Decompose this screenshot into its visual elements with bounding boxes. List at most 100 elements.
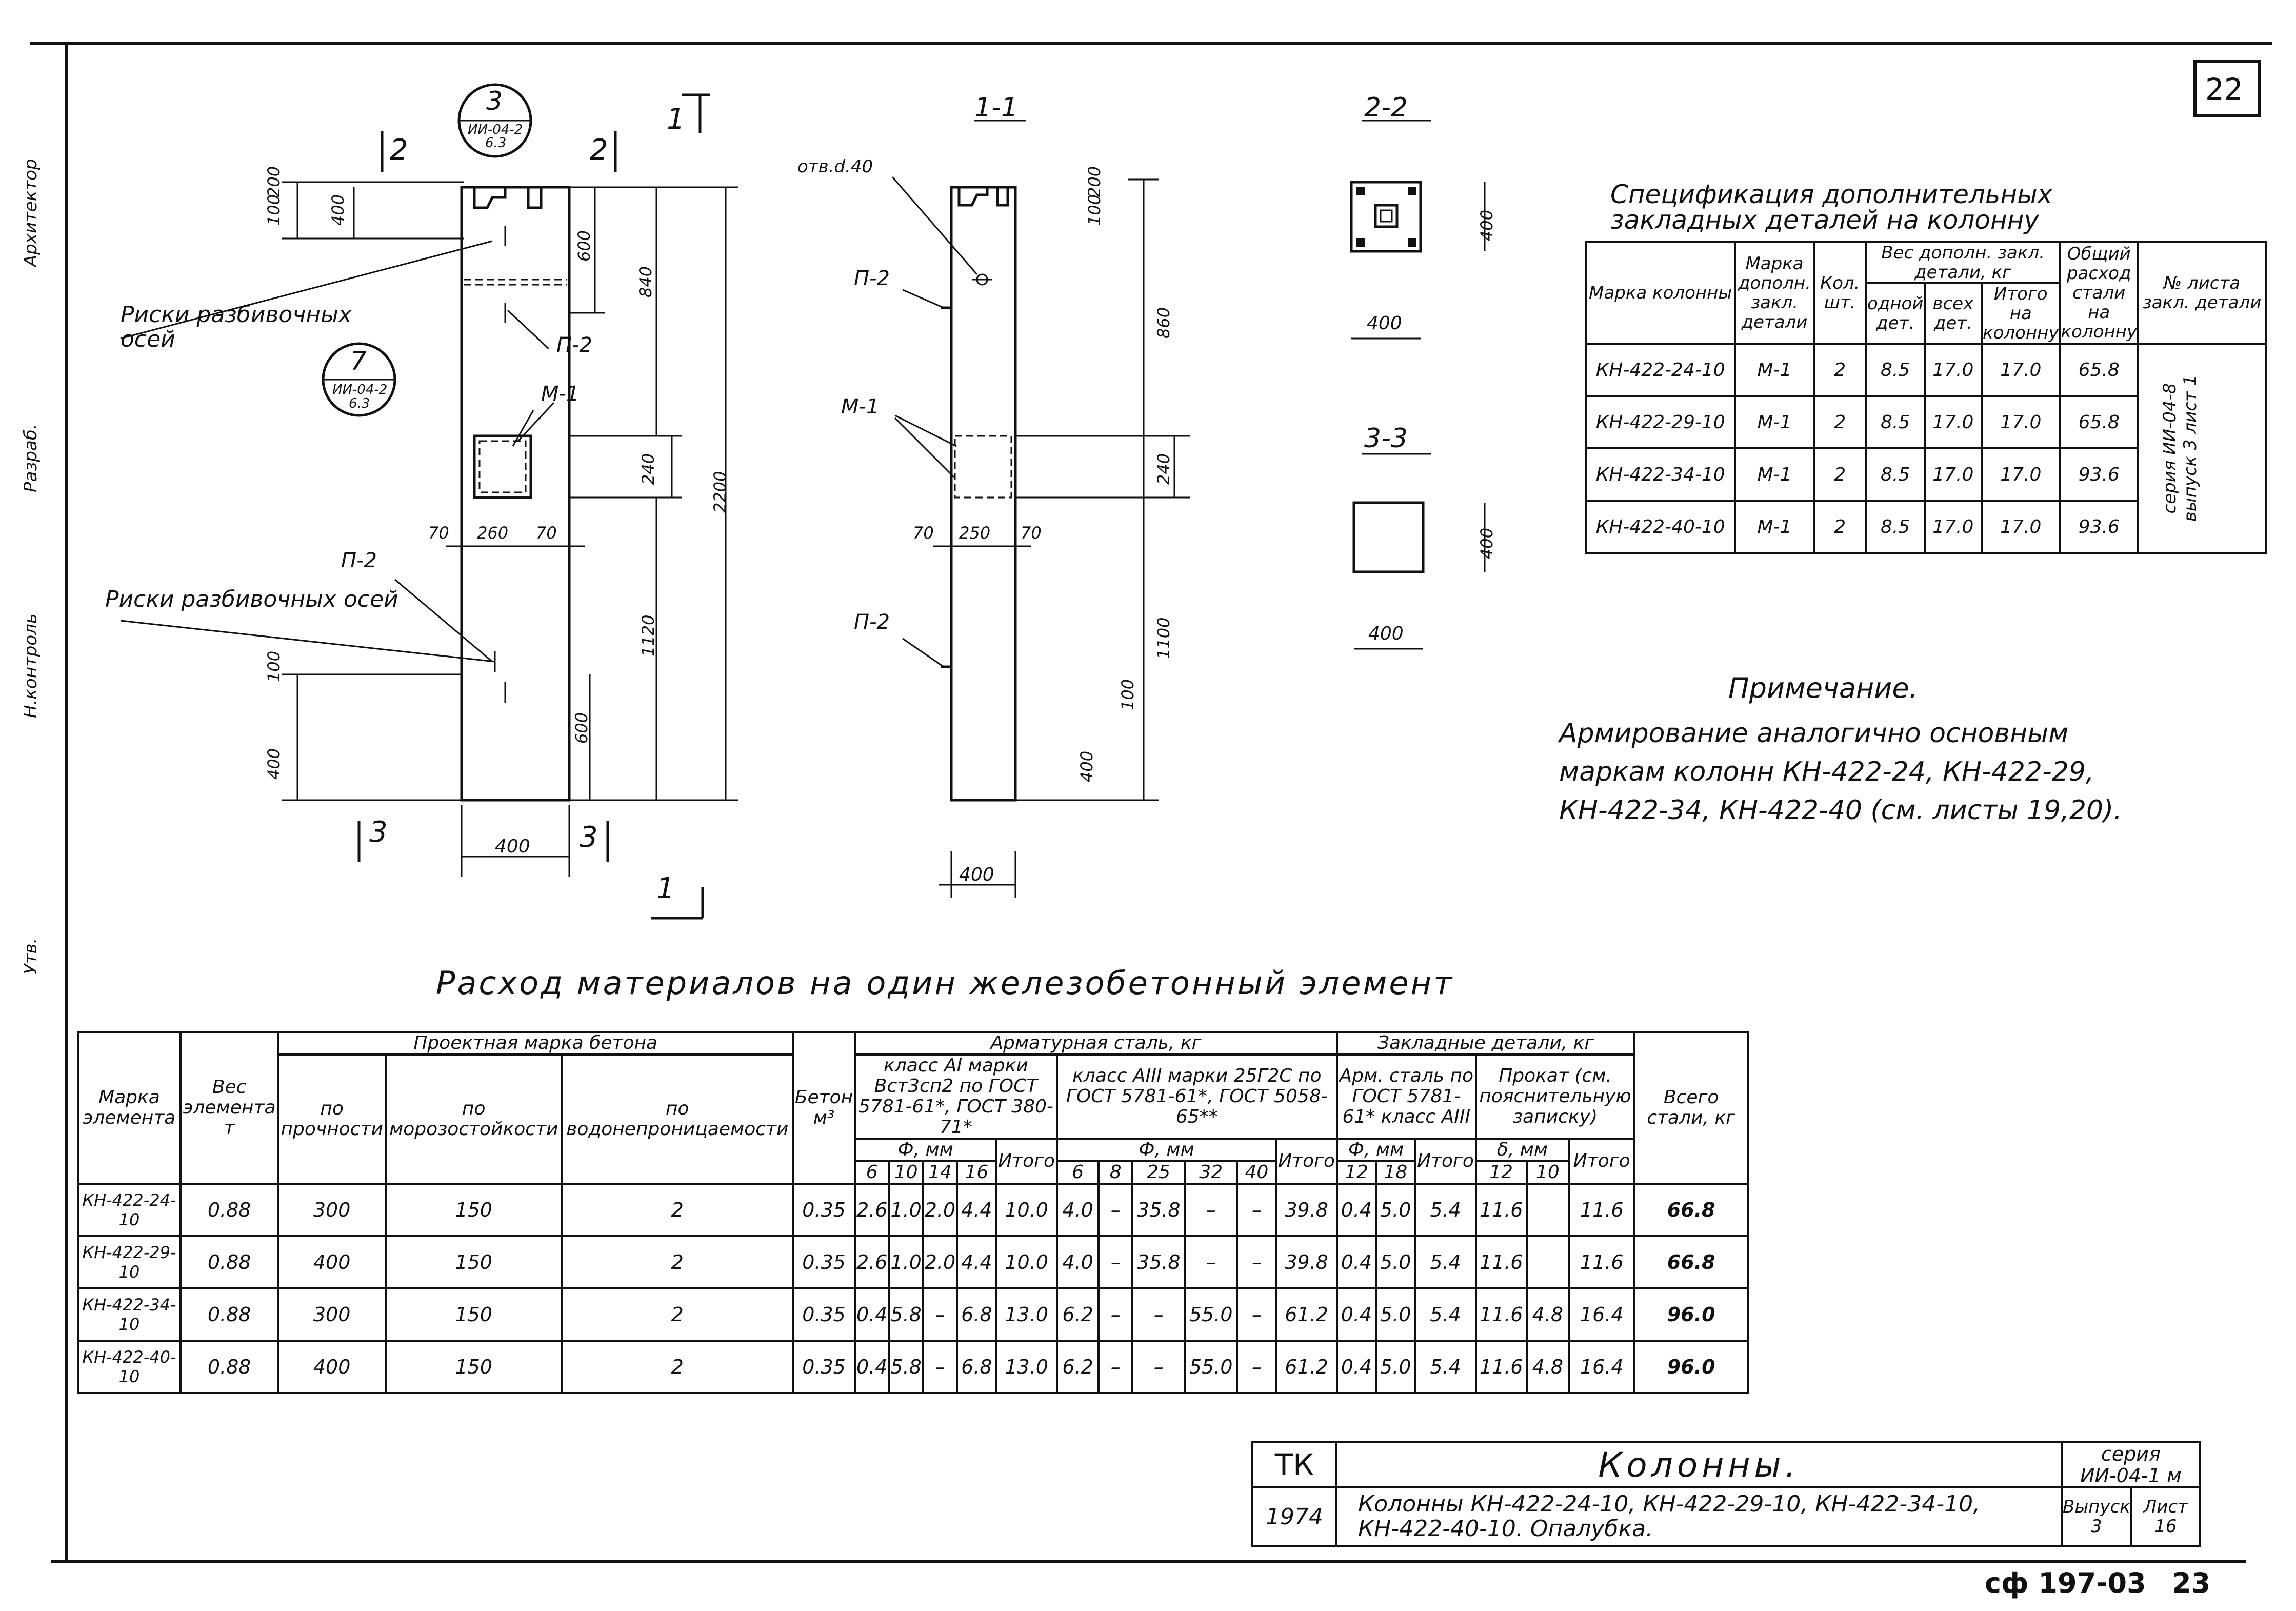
spec-h-marka-det: Марка дополн. закл. детали: [1734, 241, 1815, 345]
spec-row: КН-422-34-10 М-1 2 8.5 17.0 17.0 93.6: [1584, 447, 2266, 502]
dim-facade-left-400: 400: [328, 194, 348, 226]
mat-h-arm-stal: Арм. сталь по ГОСТ 5781-61* класс AIII: [1335, 1053, 1477, 1140]
spec-cell: 17.0: [1923, 500, 1983, 554]
section-mark-1-bottom: 1: [656, 872, 675, 905]
spec-h-kol: Кол. шт.: [1812, 241, 1867, 345]
mat-cell: 11.6: [1474, 1340, 1528, 1394]
mat-cell: КН-422-40-10: [77, 1340, 182, 1394]
mat-cell: 0.88: [179, 1235, 279, 1289]
tb-seria: серия ИИ-04-1 м: [2061, 1441, 2201, 1488]
dim-sec-width: 400: [959, 864, 994, 885]
mat-cell: 11.6: [1474, 1235, 1528, 1289]
spec-cell: 65.8: [2059, 395, 2139, 449]
dim-sec-860: 860: [1154, 307, 1173, 339]
spec-title-1: Спецификация дополнительных: [1610, 180, 2053, 209]
spec-h-obshiy: Общий расход стали на колонну: [2059, 241, 2139, 345]
spec-list-ref: серия ИИ-04-8 выпуск 3 лист 1: [2137, 343, 2267, 554]
spec-cell: М-1: [1734, 395, 1815, 449]
mat-cell: 39.8: [1275, 1235, 1338, 1289]
mat-cell: 11.6: [1568, 1183, 1636, 1237]
dim-facade-left-200: 200: [264, 166, 284, 197]
mat-cell: 0.4: [854, 1340, 890, 1394]
label-axes-top: Риски разбивочных осей: [121, 302, 352, 352]
mat-cell: 6.2: [1055, 1340, 1100, 1394]
margin-stamp-2: Разраб.: [21, 424, 41, 492]
mat-h-d: 12: [1335, 1160, 1377, 1185]
mat-cell: 5.4: [1414, 1287, 1477, 1342]
spec-h-vseh: всех дет.: [1923, 282, 1983, 345]
mat-h-itogo-prokat: Итого: [1568, 1138, 1636, 1185]
mat-cell: 150: [384, 1183, 563, 1237]
spec-title-2: закладных деталей на колонну: [1610, 205, 2039, 235]
mat-row: КН-422-29-10 0.88 400 150 2 0.35 2.6 1.0…: [77, 1235, 1749, 1289]
mat-cell: 66.8: [1633, 1235, 1749, 1289]
mat-cell: –: [1097, 1340, 1134, 1394]
mat-cell: 0.88: [179, 1340, 279, 1394]
bottom-stamp-page: 23: [2172, 1567, 2211, 1599]
mat-h-d: 6: [1055, 1160, 1100, 1185]
mat-cell: 2: [561, 1183, 794, 1237]
spec-cell: 8.5: [1865, 343, 1926, 397]
mat-h-po-vodo: по водонепроницаемости: [561, 1053, 794, 1185]
margin-stamp-4: Утв.: [21, 938, 41, 974]
spec-row: КН-422-40-10 М-1 2 8.5 17.0 17.0 93.6: [1584, 500, 2266, 554]
mat-h-itogo-a1: Итого: [995, 1138, 1058, 1185]
mat-cell: 61.2: [1275, 1340, 1338, 1394]
section-mark-2-left: 2: [390, 133, 408, 167]
mat-h-itogo-a3: Итого: [1275, 1138, 1338, 1185]
mat-cell: 35.8: [1131, 1183, 1186, 1237]
mat-cell: 11.6: [1568, 1235, 1636, 1289]
mat-cell: 5.4: [1414, 1340, 1477, 1394]
mat-cell: 6.8: [956, 1287, 997, 1342]
label-p2-facade-top: П-2: [556, 333, 592, 357]
mat-cell: КН-422-34-10: [77, 1287, 182, 1342]
mat-cell: 4.8: [1525, 1340, 1570, 1394]
section-mark-3-right: 3: [580, 821, 598, 854]
spec-cell: 93.6: [2059, 500, 2139, 554]
mat-h-ves: Вес элемента т: [179, 1031, 279, 1185]
mat-cell: 0.4: [1335, 1340, 1377, 1394]
note-line-2: маркам колонн КН-422-24, КН-422-29,: [1559, 757, 2094, 787]
callout-mid-ref: ИИ-04-2: [332, 382, 388, 397]
mat-cell: 0.88: [179, 1183, 279, 1237]
mat-cell: [1525, 1235, 1570, 1289]
label-p2-sec-bottom: П-2: [854, 610, 890, 634]
mat-cell: 5.0: [1375, 1183, 1416, 1237]
section-3-3-width: 400: [1368, 623, 1404, 644]
mat-cell: 61.2: [1275, 1287, 1338, 1342]
mat-cell: 13.0: [995, 1340, 1058, 1394]
mat-cell: 400: [277, 1340, 387, 1394]
mat-cell: 4.8: [1525, 1287, 1570, 1342]
mat-h-diam-a1: Ф, мм: [854, 1138, 997, 1162]
mat-row: КН-422-40-10 0.88 400 150 2 0.35 0.4 5.8…: [77, 1340, 1749, 1394]
dim-facade-left-400b: 400: [264, 748, 284, 780]
mat-cell: 35.8: [1131, 1235, 1186, 1289]
mat-cell: 5.0: [1375, 1235, 1416, 1289]
mat-cell: 2.6: [854, 1235, 890, 1289]
mat-cell: 13.0: [995, 1287, 1058, 1342]
mat-cell: 6.8: [956, 1340, 997, 1394]
mat-cell: 1.0: [888, 1235, 924, 1289]
mat-h-diam-a3: Ф, мм: [1055, 1138, 1277, 1162]
dim-sec-70-right: 70: [1021, 523, 1042, 543]
section-2-2-height: 400: [1477, 209, 1496, 241]
mat-cell: 66.8: [1633, 1183, 1749, 1237]
dim-sec-240: 240: [1154, 453, 1173, 485]
label-hole: отв.d.40: [797, 156, 873, 177]
note-line-1: Армирование аналогично основным: [1559, 718, 2069, 749]
mat-cell: –: [1236, 1340, 1277, 1394]
note-title: Примечание.: [1728, 672, 1918, 704]
tb-list-label: Лист: [2143, 1497, 2188, 1517]
mat-h-proekt: Проектная марка бетона: [277, 1031, 794, 1056]
mat-cell: [1525, 1183, 1570, 1237]
mat-h-d: 6: [854, 1160, 890, 1185]
spec-cell: 17.0: [1923, 343, 1983, 397]
mat-cell: –: [1236, 1183, 1277, 1237]
dim-facade-left-100: 100: [264, 194, 284, 226]
mat-cell: 0.88: [179, 1287, 279, 1342]
dim-facade-width: 400: [495, 836, 530, 857]
mat-cell: 5.0: [1375, 1287, 1416, 1342]
section-3-3-height: 400: [1477, 527, 1496, 559]
mat-cell: 2: [561, 1235, 794, 1289]
mat-cell: 0.4: [1335, 1235, 1377, 1289]
